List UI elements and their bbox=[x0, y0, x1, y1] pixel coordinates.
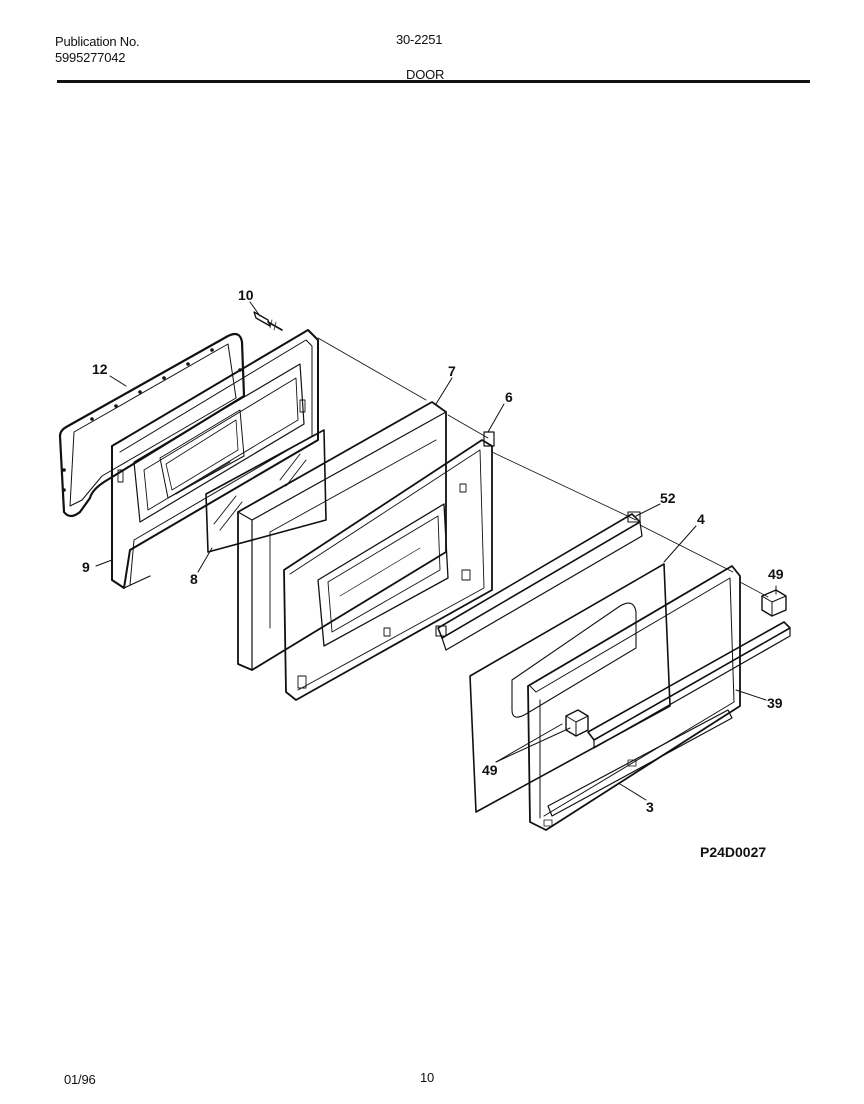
callout-12: 12 bbox=[92, 361, 108, 377]
callout-39: 39 bbox=[767, 695, 783, 711]
page-number: 10 bbox=[420, 1070, 435, 1085]
door-frame-part bbox=[527, 565, 741, 831]
leader-lines bbox=[95, 301, 777, 801]
callout-10: 10 bbox=[238, 287, 254, 303]
callout-4: 4 bbox=[697, 511, 705, 527]
callout-9: 9 bbox=[82, 559, 90, 575]
model-number: 30-2251 bbox=[396, 32, 443, 47]
header-rule bbox=[57, 80, 810, 83]
clip-part-upper bbox=[761, 589, 787, 617]
construction-lines bbox=[317, 337, 769, 598]
window-glass-part bbox=[205, 429, 327, 553]
publication-number: 5995277042 bbox=[55, 50, 126, 65]
publication-label: Publication No. bbox=[55, 34, 140, 49]
callout-3: 3 bbox=[646, 799, 654, 815]
inner-door-liner-part bbox=[111, 329, 319, 589]
figure-id: P24D0027 bbox=[700, 844, 767, 860]
clip-part-lower bbox=[565, 709, 589, 737]
bracket-strip-part bbox=[435, 511, 643, 651]
outer-glass-panel-part bbox=[469, 563, 671, 813]
section-title: DOOR bbox=[406, 67, 445, 82]
footer-date: 01/96 bbox=[64, 1072, 96, 1087]
callout-49-upper: 49 bbox=[768, 566, 784, 582]
callout-8: 8 bbox=[190, 571, 198, 587]
callout-7: 7 bbox=[448, 363, 456, 379]
door-gasket-part bbox=[58, 332, 246, 518]
callout-6: 6 bbox=[505, 389, 513, 405]
screw-part bbox=[253, 311, 283, 331]
callout-49-lower: 49 bbox=[482, 762, 498, 778]
inner-door-panel-part bbox=[283, 431, 495, 701]
handle-rail-part bbox=[587, 621, 791, 749]
bottom-trim-part bbox=[547, 709, 733, 817]
callout-52: 52 bbox=[660, 490, 676, 506]
